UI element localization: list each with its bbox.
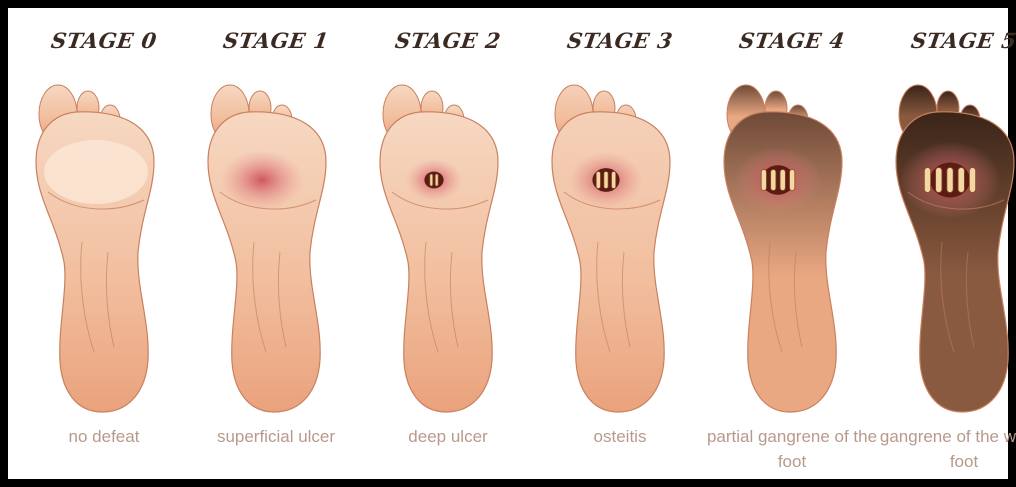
stage-5-panel: STAGE 5 gangrene of the whole foot xyxy=(878,22,1016,485)
stage-title: STAGE 0 xyxy=(16,28,192,53)
stage-caption: no defeat xyxy=(8,424,200,449)
foot-svg xyxy=(884,72,1016,422)
foot-svg xyxy=(368,72,518,422)
stage-caption: osteitis xyxy=(524,424,716,449)
foot-svg xyxy=(196,72,346,422)
stage-title: STAGE 1 xyxy=(188,28,364,53)
ulcer-wound xyxy=(424,172,443,189)
foot-svg xyxy=(712,72,862,422)
stage-caption: superficial ulcer xyxy=(180,424,372,449)
stage-title: STAGE 2 xyxy=(360,28,536,53)
stage-title: STAGE 4 xyxy=(704,28,880,53)
stage-1-panel: STAGE 1 superficial ulcer xyxy=(190,22,362,485)
sole xyxy=(380,112,498,412)
stage-3-panel: STAGE 3 osteitis xyxy=(534,22,706,485)
foot-svg xyxy=(24,72,174,422)
stage-4-panel: STAGE 4 partial gangrene of the foot xyxy=(706,22,878,485)
stage-caption: gangrene of the whole foot xyxy=(868,424,1016,474)
stage-caption: partial gangrene of the foot xyxy=(696,424,888,474)
stage-title: STAGE 3 xyxy=(532,28,708,53)
stage-0-panel: STAGE 0 no defeat xyxy=(18,22,190,485)
foot-svg xyxy=(540,72,690,422)
stages-row: STAGE 0 no defeat STAGE 1 superficial ul… xyxy=(18,22,1014,485)
stage-caption: deep ulcer xyxy=(352,424,544,449)
stage-2-panel: STAGE 2 deep ulcer xyxy=(362,22,534,485)
stage-title: STAGE 5 xyxy=(876,28,1016,53)
